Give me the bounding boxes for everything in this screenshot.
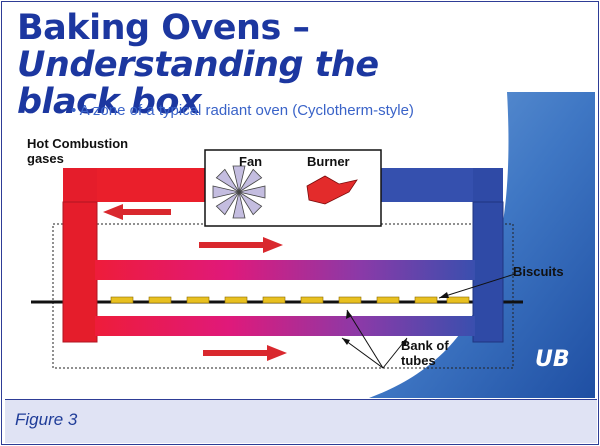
caption-bar: Figure 3: [5, 399, 597, 443]
burner-flame-icon: [306, 175, 358, 205]
slide: UB Baking Ovens – Understanding the blac…: [7, 8, 595, 398]
flow-arrow-upper-right: [199, 237, 283, 253]
leader-arrowheads: [342, 292, 449, 346]
label-biscuits: Biscuits: [513, 264, 564, 279]
lower-tube: [95, 316, 475, 336]
label-fan: Fan: [239, 154, 263, 169]
label-hot-gases-line1: Hot Combustion: [27, 136, 129, 151]
cool-duct-vertical: [473, 168, 503, 342]
ub-logo: UB: [535, 347, 570, 372]
label-hot-gases-line2: gases: [27, 151, 64, 166]
slide-graphics: UB: [31, 92, 595, 398]
fan-icon: [212, 165, 266, 219]
biscuits-row: [110, 296, 470, 304]
background-swoosh: [369, 92, 595, 398]
flow-arrow-left: [103, 204, 171, 220]
leader-lines: [341, 273, 516, 369]
title-italic-2: black box: [17, 82, 202, 122]
bullet-text: • A zone of a typical radiant oven (Cycl…: [71, 102, 414, 119]
upper-tube: [95, 260, 475, 280]
title-italic-1: Understanding the: [17, 45, 379, 85]
title-plain: Baking Ovens –: [17, 8, 310, 48]
label-tubes-line2: tubes: [401, 353, 436, 368]
flow-arrow-lower-right: [203, 345, 287, 361]
label-burner: Burner: [307, 154, 350, 169]
label-tubes-line1: Bank of: [401, 338, 449, 353]
figure-caption: Figure 3: [15, 410, 78, 429]
fan-burner-box: [204, 149, 382, 227]
slide-title: Baking Ovens – Understanding the black b…: [17, 10, 587, 121]
hot-duct-vertical: [63, 168, 97, 342]
label-hot-gases: Hot Combustion gases: [27, 136, 128, 166]
label-bank-of-tubes: Bank of tubes: [401, 338, 449, 368]
ub-logo-text: UB: [535, 347, 570, 372]
